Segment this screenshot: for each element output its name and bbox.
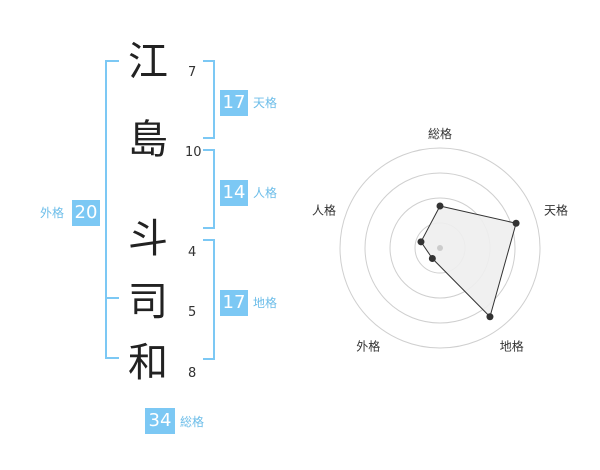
- stroke-count-1: 7: [188, 65, 197, 80]
- gaikaku-value: 20: [72, 200, 100, 226]
- stroke-count-3: 4: [188, 245, 197, 260]
- tenkaku-value: 17: [220, 90, 248, 116]
- jinkaku-value: 14: [220, 180, 248, 206]
- radar-axis-label: 天格: [544, 202, 568, 217]
- name-char-2: 島: [128, 117, 168, 163]
- radar-ring: [364, 172, 516, 324]
- chikaku-value: 17: [220, 290, 248, 316]
- radar-area: [420, 205, 517, 318]
- stroke-count-4: 5: [188, 305, 197, 320]
- radar-point-1: [436, 202, 444, 210]
- radar-point-2: [512, 219, 520, 227]
- radar-axis-label: 総格: [428, 126, 452, 141]
- radar-point-3: [486, 313, 494, 321]
- radar-axis-label: 外格: [356, 339, 380, 354]
- radar-center: [437, 245, 443, 251]
- jinkaku-label: 人格: [253, 186, 278, 200]
- chikaku-bracket: [203, 239, 215, 360]
- gaikaku-divider: [105, 297, 119, 299]
- radar-rings: [339, 147, 541, 349]
- stroke-count-2: 10: [185, 145, 202, 160]
- radar-point-5: [417, 238, 425, 246]
- radar-ring: [339, 147, 541, 349]
- radar-point-4: [428, 255, 436, 263]
- tenkaku-label: 天格: [253, 96, 278, 110]
- gaikaku-label: 外格: [40, 206, 65, 220]
- gaikaku-bracket: [105, 60, 119, 359]
- tenkaku-bracket: [203, 60, 215, 139]
- soukaku-value: 34: [145, 408, 175, 434]
- name-char-1: 江: [128, 39, 168, 85]
- chikaku-label: 地格: [253, 296, 278, 310]
- radar-axis-label: 人格: [312, 202, 336, 217]
- name-char-4: 司: [128, 279, 168, 325]
- name-char-3: 斗: [128, 216, 168, 262]
- stroke-count-5: 8: [188, 366, 197, 381]
- name-char-5: 和: [128, 340, 168, 386]
- radar-axis-label: 地格: [500, 339, 524, 354]
- jinkaku-bracket: [203, 149, 215, 229]
- radar-points: [417, 202, 520, 321]
- soukaku-label: 総格: [180, 415, 205, 429]
